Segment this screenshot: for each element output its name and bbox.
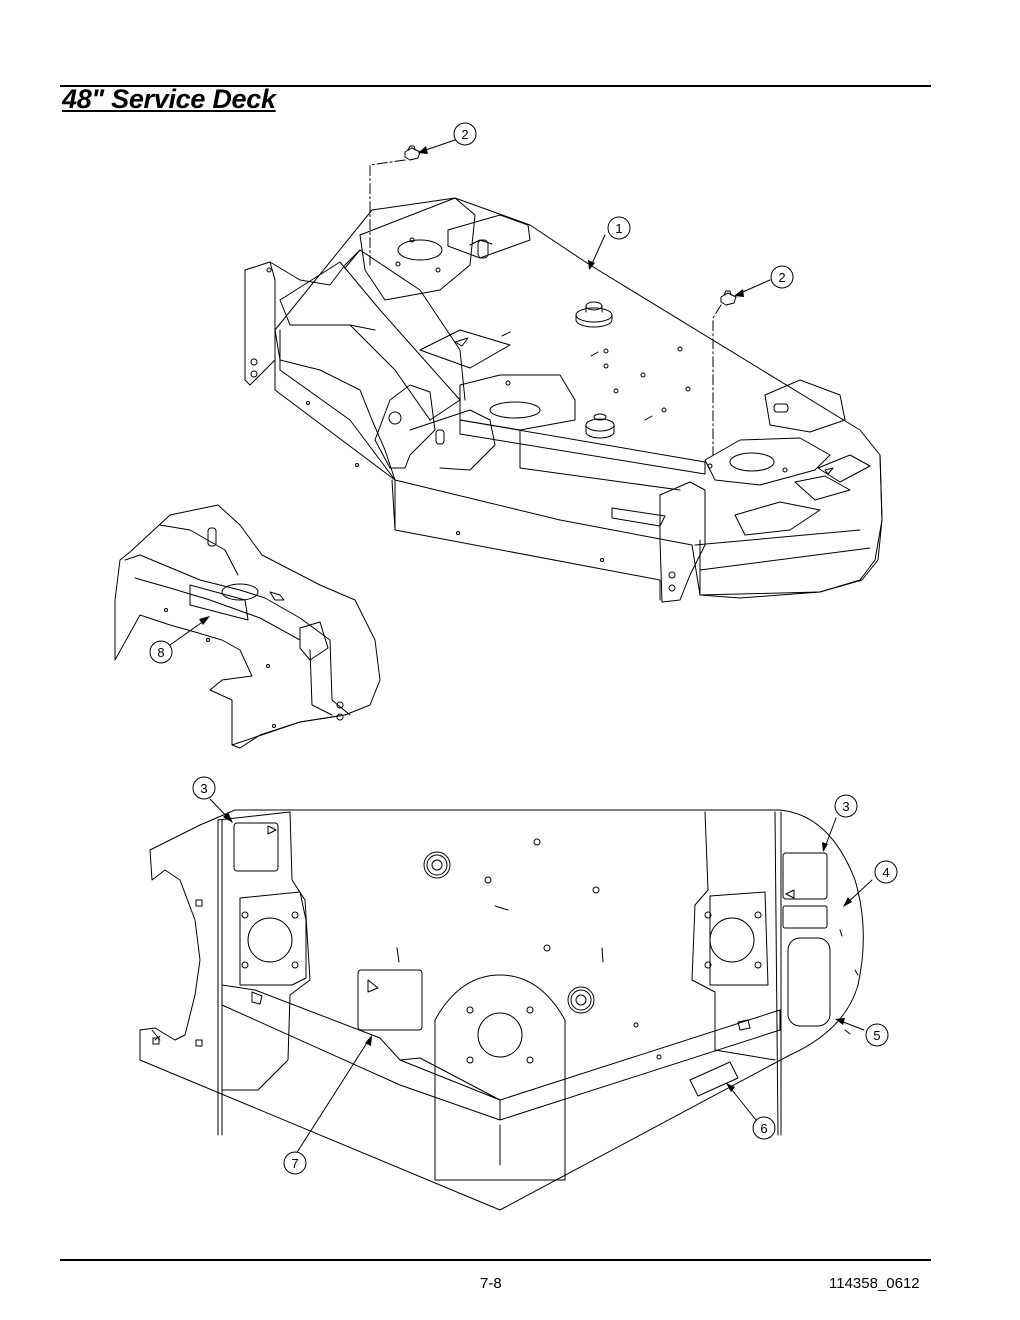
belt-cover-view xyxy=(114,504,381,749)
deck-top-view-outline xyxy=(139,809,864,1211)
deck-isometric-view xyxy=(244,197,883,603)
bottom-rule xyxy=(60,1259,931,1261)
deck-cross-beam xyxy=(459,419,706,475)
deck-top-view xyxy=(139,809,864,1211)
callout-4: 4 xyxy=(874,860,898,884)
callout-2-top: 2 xyxy=(453,122,477,146)
spindle-plate-left xyxy=(359,197,476,301)
deck-front-right-bracket xyxy=(659,481,706,603)
page-title: 48" Service Deck xyxy=(62,84,276,114)
top-rule xyxy=(60,85,931,87)
decal-triangle-top xyxy=(419,329,511,369)
assembly-line-right xyxy=(712,304,722,456)
svg-text:7: 7 xyxy=(291,1156,298,1171)
decal-bottom-right-b xyxy=(782,905,828,929)
callout-2-right: 2 xyxy=(770,265,794,289)
callout-8: 8 xyxy=(149,640,173,664)
deck-left-bracket xyxy=(244,261,276,386)
nut-hardware-right xyxy=(720,290,737,306)
document-code: 114358_0612 xyxy=(829,1275,920,1292)
deck-rear-arm xyxy=(279,261,461,421)
svg-text:5: 5 xyxy=(873,1028,880,1043)
svg-text:1: 1 xyxy=(615,221,622,236)
svg-text:3: 3 xyxy=(200,781,207,796)
belt-cover-pulley-hole xyxy=(221,583,259,601)
belt-cover-outline xyxy=(114,504,381,749)
callout-3-left: 3 xyxy=(192,776,216,800)
decal-bottom-center xyxy=(357,969,423,1031)
svg-text:3: 3 xyxy=(842,799,849,814)
decal-belt-cover xyxy=(189,584,249,621)
nut-hardware-left xyxy=(404,145,421,161)
svg-text:2: 2 xyxy=(461,127,468,142)
deck-v-beam xyxy=(221,984,781,1121)
decal-bottom-left xyxy=(233,822,279,872)
deck-top-plate xyxy=(274,197,883,596)
deck-front-left-bracket xyxy=(374,384,436,469)
deck-skirt-front xyxy=(391,479,661,601)
decal-right-c xyxy=(734,501,821,536)
svg-text:4: 4 xyxy=(882,865,889,880)
callout-3-right: 3 xyxy=(834,794,858,818)
svg-text:6: 6 xyxy=(760,1121,767,1136)
callout-6: 6 xyxy=(752,1116,776,1140)
callout-5: 5 xyxy=(865,1023,889,1047)
assembly-line-left xyxy=(369,159,406,266)
decal-bottom-right-a xyxy=(782,852,828,900)
deck-right-end xyxy=(699,454,883,599)
page-number: 7-8 xyxy=(480,1275,502,1292)
decal-skirt xyxy=(611,507,666,527)
svg-text:2: 2 xyxy=(778,270,785,285)
decal-right-b xyxy=(794,475,851,501)
decal-bottom-6 xyxy=(689,1061,739,1097)
decal-bottom-right-c xyxy=(787,937,831,1027)
deck-right-bracket xyxy=(764,379,846,433)
svg-text:8: 8 xyxy=(157,645,164,660)
callout-7: 7 xyxy=(283,1151,307,1175)
leader-arrowheads xyxy=(199,146,852,1092)
callout-1: 1 xyxy=(607,216,631,240)
decal-right-a xyxy=(817,454,871,483)
spindle-plate-right xyxy=(704,437,831,486)
